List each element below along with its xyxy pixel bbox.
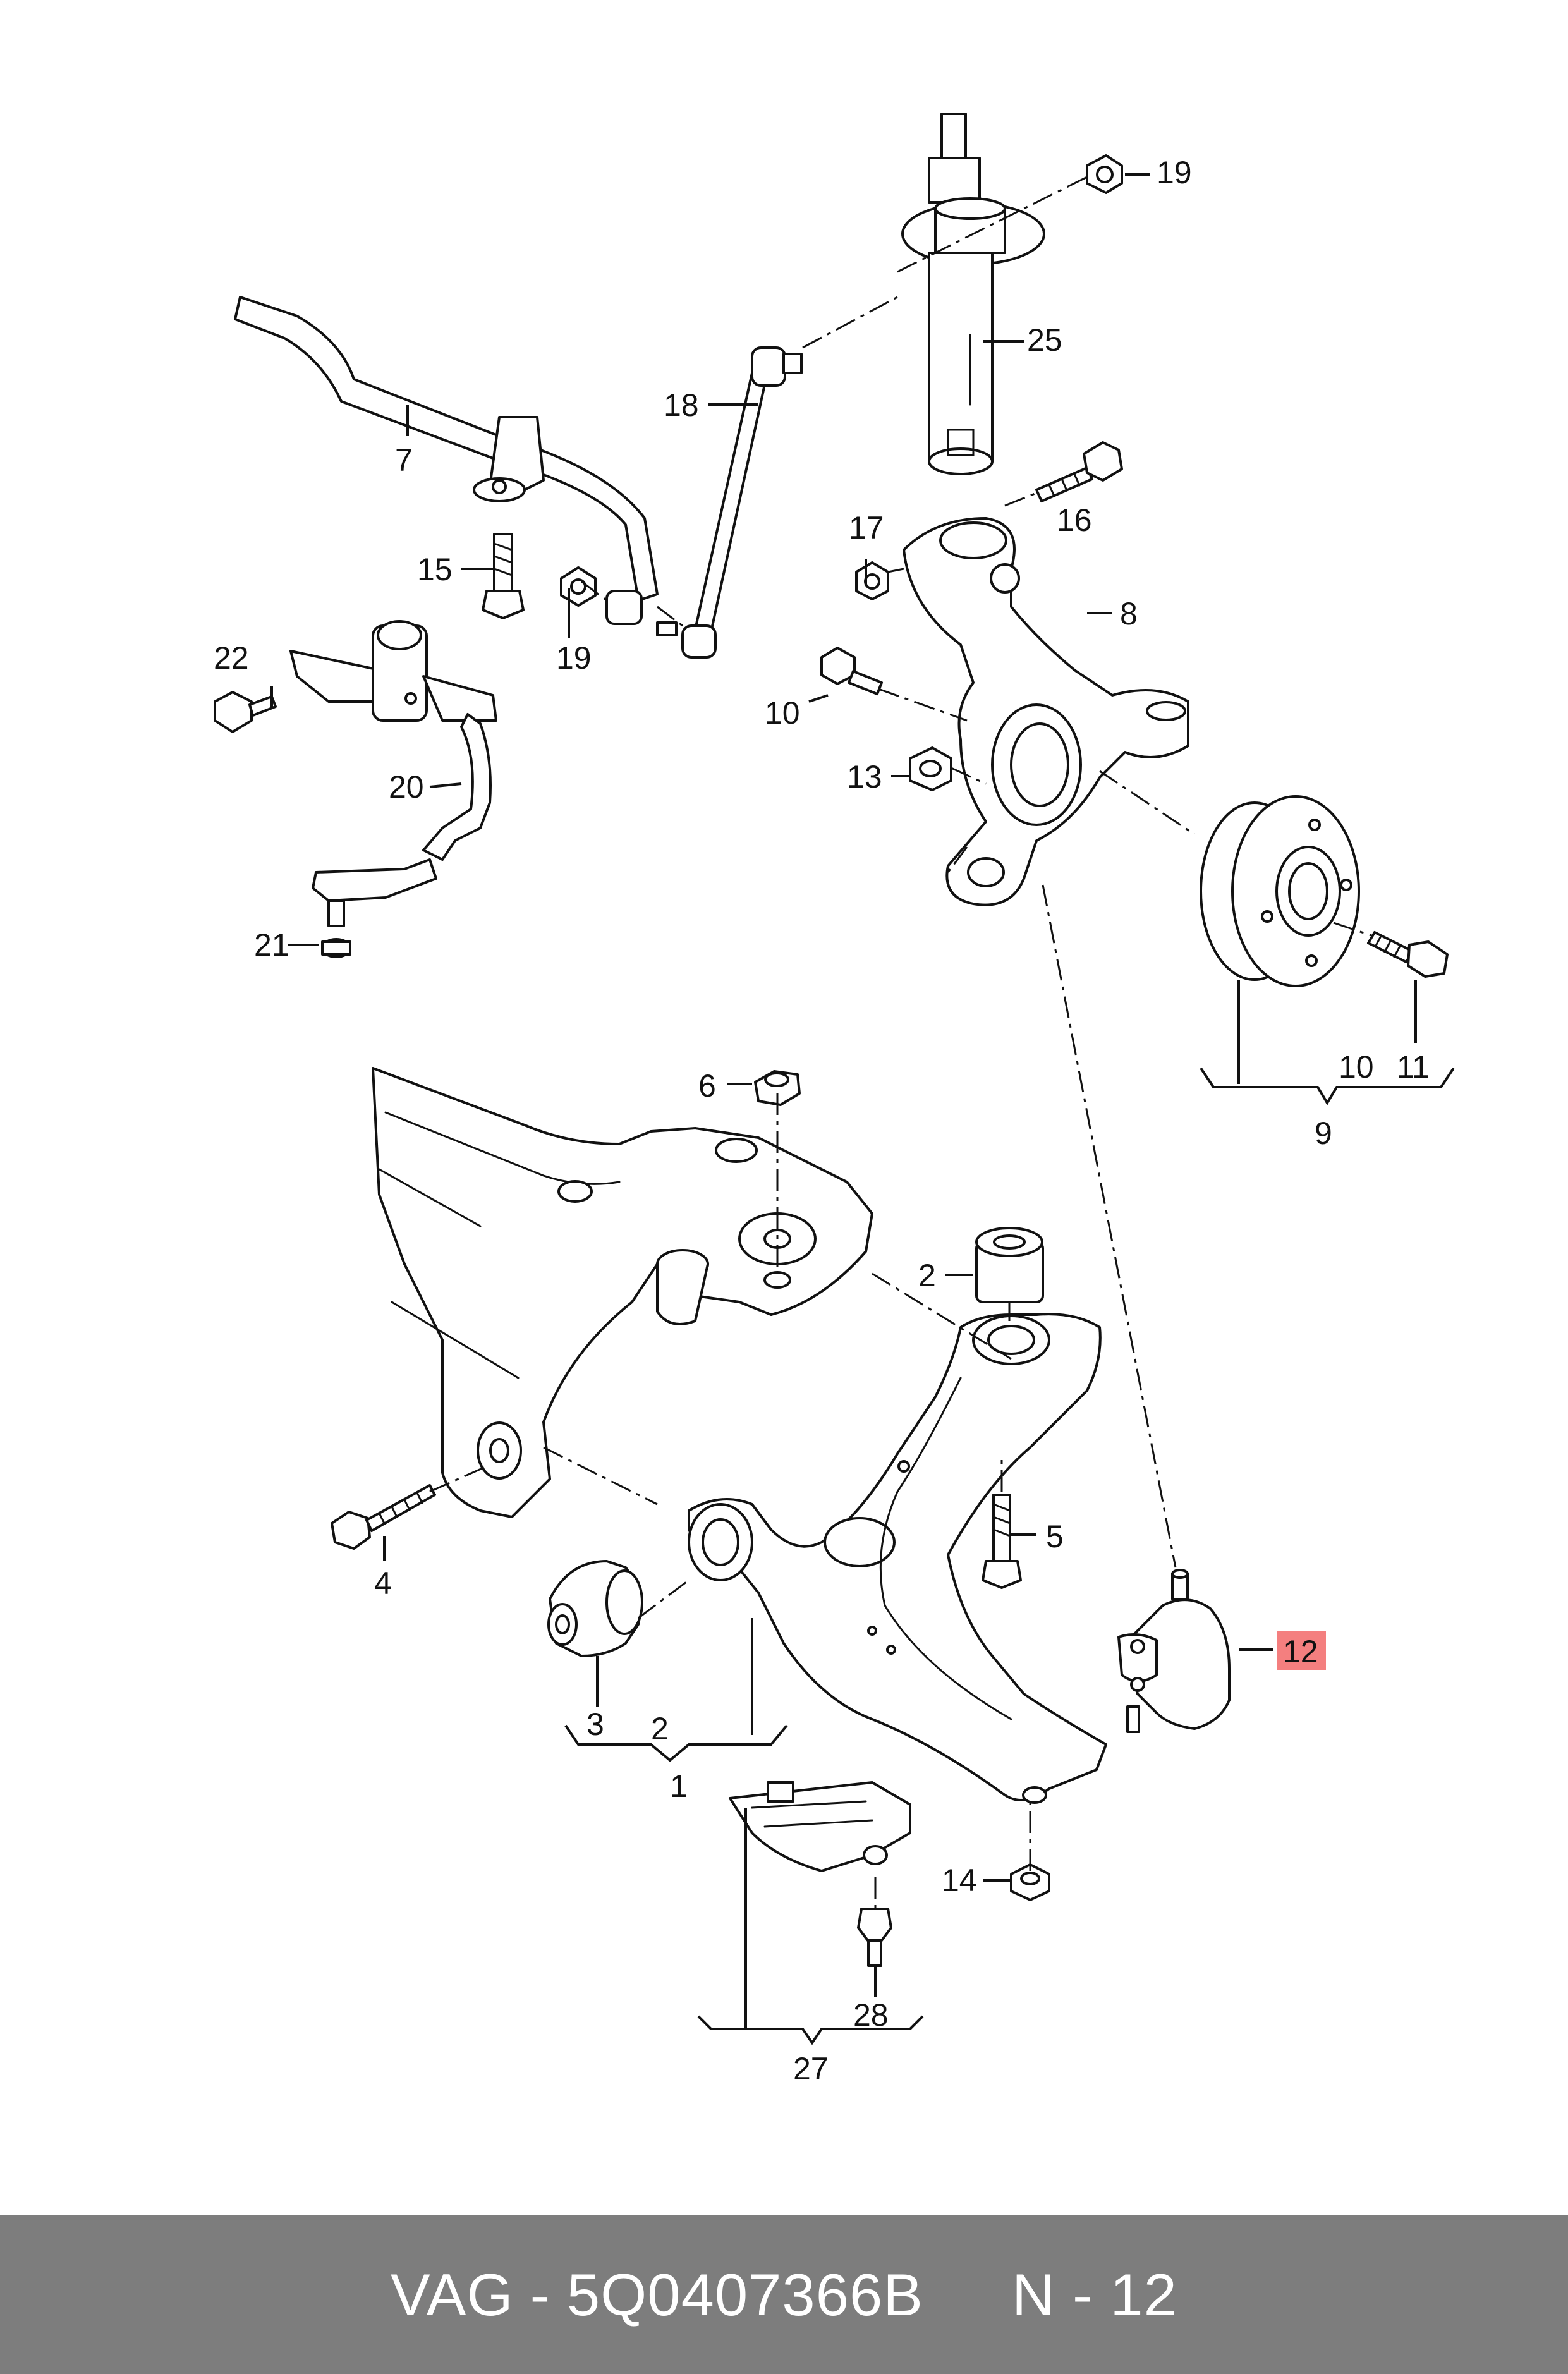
- bolt-15: [482, 533, 525, 619]
- footer-separator: -: [530, 2261, 550, 2328]
- bolt-10: [820, 647, 883, 695]
- guard-plate: [729, 1781, 911, 1872]
- guide-joint: [1117, 1569, 1231, 1733]
- wheel-bearing-housing: [903, 517, 1189, 906]
- callout-18: 18: [664, 387, 699, 423]
- footer-brand: VAG: [391, 2261, 514, 2328]
- callout-6: 6: [698, 1068, 716, 1104]
- callout-7: 7: [395, 442, 413, 478]
- nut-13: [909, 746, 952, 791]
- clip-28: [857, 1908, 892, 1967]
- stabilizer-bar: [234, 296, 659, 602]
- callout-27: 27: [793, 2051, 829, 2086]
- wheel-hub: [1200, 795, 1360, 987]
- front-bush: [547, 1560, 643, 1657]
- callout-2-lower: 2: [651, 1711, 669, 1746]
- bolt-5: [982, 1494, 1022, 1589]
- callout-20: 20: [389, 769, 424, 805]
- coupling-rod: [681, 346, 803, 659]
- callout-12-highlight: [1277, 1631, 1326, 1670]
- callout-12: 12: [1283, 1634, 1318, 1669]
- exploded-parts-diagram: 19 25 18 7 16 17 15 8 19 22 10 13 20 21 …: [214, 113, 1455, 2086]
- nut-21: [321, 938, 351, 958]
- callout-4: 4: [374, 1566, 392, 1601]
- footer-part-number: 5Q0407366B: [566, 2261, 923, 2328]
- level-sender: [289, 620, 497, 927]
- callout-16: 16: [1057, 502, 1092, 538]
- rear-bush: [975, 1227, 1044, 1303]
- callout-15: 15: [417, 552, 453, 587]
- callout-3: 3: [586, 1707, 604, 1742]
- footer-bar: VAG - 5Q0407366B N - 12: [0, 2215, 1568, 2374]
- assembly-lines: [429, 176, 1372, 1909]
- callout-10-upper: 10: [765, 695, 800, 731]
- bolt-4: [331, 1484, 436, 1550]
- bolt-22: [214, 691, 277, 733]
- nut-19-lower: [560, 566, 597, 607]
- callout-13: 13: [847, 759, 882, 794]
- subframe: [372, 1067, 873, 1518]
- nut-6: [754, 1070, 801, 1106]
- callout-10-lower: 10: [1339, 1049, 1374, 1085]
- callout-14: 14: [942, 1863, 977, 1898]
- nut-17: [855, 561, 889, 600]
- bolt-11: [1367, 931, 1449, 978]
- callout-5: 5: [1046, 1519, 1064, 1554]
- callout-11: 11: [1397, 1049, 1430, 1085]
- callout-2-upper: 2: [918, 1258, 936, 1293]
- callout-9: 9: [1315, 1116, 1332, 1151]
- leader-lines: [270, 173, 1455, 2045]
- callout-19-top: 19: [1157, 155, 1192, 190]
- callout-21: 21: [254, 927, 289, 963]
- callout-22: 22: [214, 640, 249, 676]
- callouts: 19 25 18 7 16 17 15 8 19 22 10 13 20 21 …: [214, 155, 1430, 2086]
- nut-19-top: [1086, 154, 1123, 194]
- callout-1: 1: [670, 1768, 688, 1804]
- bolt-16: [1035, 441, 1123, 502]
- footer-reference: N - 12: [1011, 2261, 1177, 2328]
- shock-absorber-strut: [901, 113, 1045, 475]
- callout-17: 17: [849, 510, 884, 545]
- callout-28: 28: [853, 1997, 889, 2033]
- callout-8: 8: [1120, 596, 1138, 631]
- stabilizer-bush: [605, 590, 678, 636]
- callout-19-lower: 19: [556, 640, 592, 676]
- track-control-arm: [688, 1313, 1107, 1804]
- callout-25: 25: [1027, 322, 1062, 358]
